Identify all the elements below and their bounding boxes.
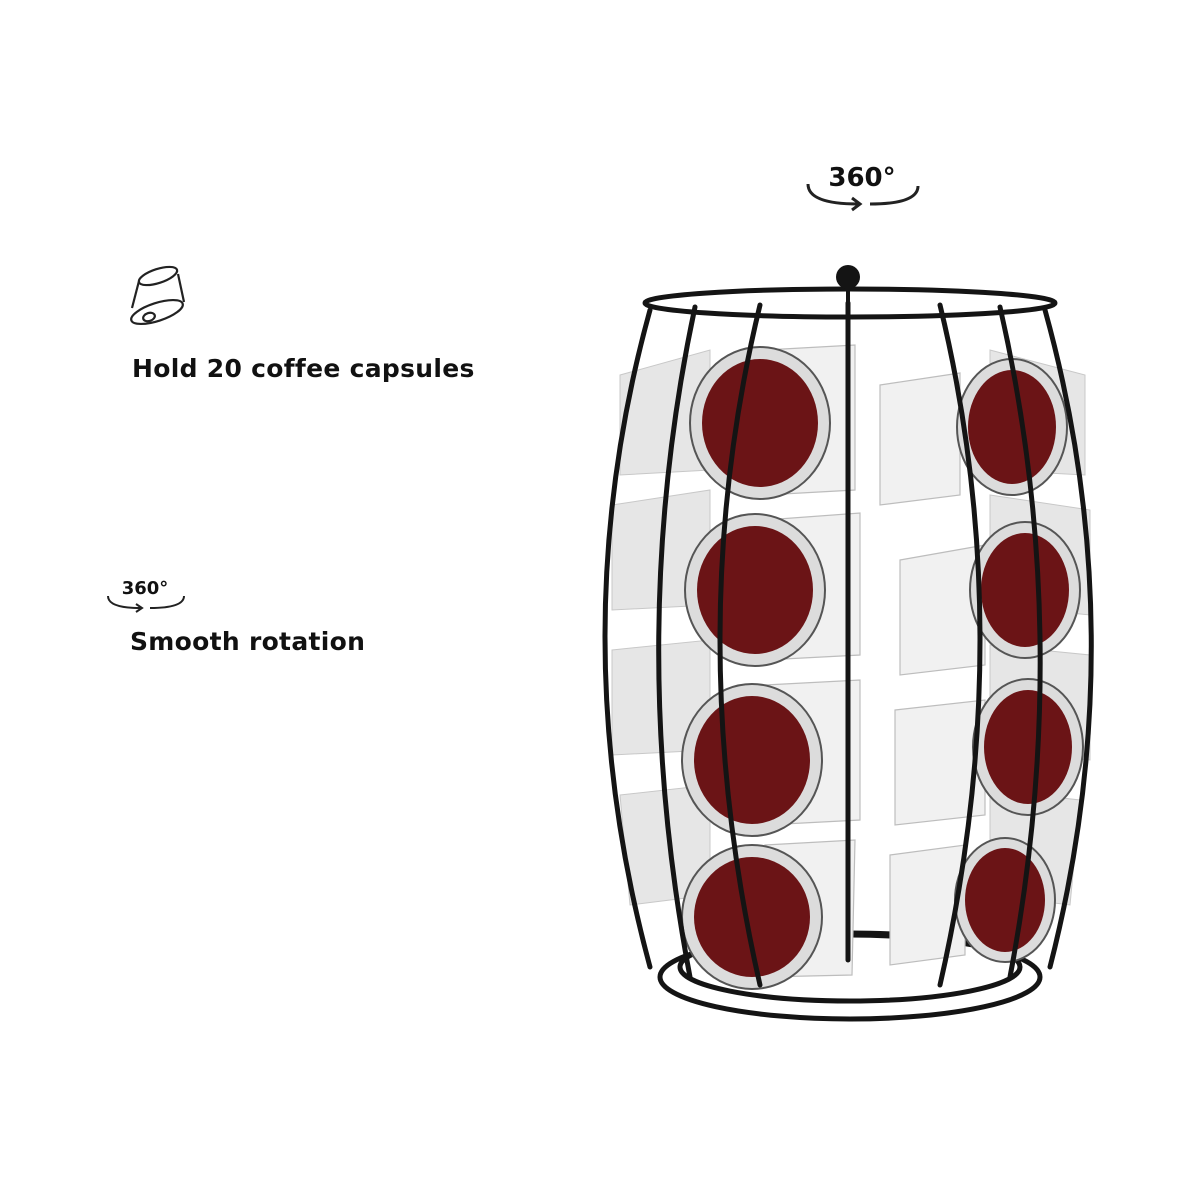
rotation-arrows-icon: 360° <box>800 152 925 216</box>
feature-capacity-label: Hold 20 coffee capsules <box>132 354 475 383</box>
rotation-360-icon-label: 360° <box>122 578 169 599</box>
coffee-pod-carousel-image <box>590 255 1110 1055</box>
top-badge-label: 360° <box>828 163 895 193</box>
rotation-360-icon: 360° <box>100 572 190 616</box>
feature-rotation-label: Smooth rotation <box>130 627 366 656</box>
capsule-icon <box>118 262 198 332</box>
